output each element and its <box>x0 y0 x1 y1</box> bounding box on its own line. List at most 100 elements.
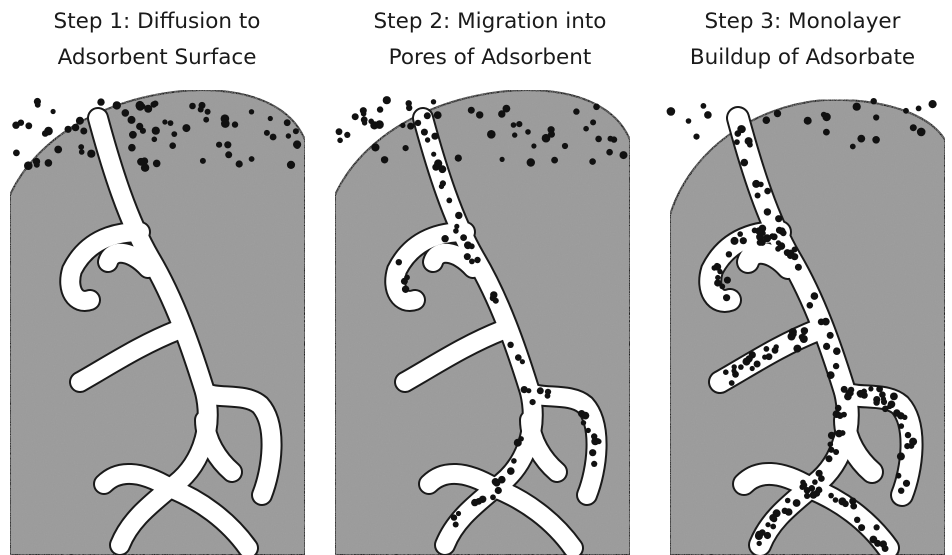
adsorbate-dot <box>737 125 745 133</box>
adsorbate-dot <box>129 131 137 139</box>
adsorbate-dot <box>270 134 277 141</box>
adsorbate-dot <box>511 458 517 464</box>
adsorbate-dot <box>804 487 811 494</box>
adsorbate-dot <box>896 473 902 479</box>
adsorbate-dot <box>583 126 589 132</box>
adsorbate-dot <box>841 386 848 393</box>
adsorbate-dot <box>152 127 160 135</box>
adsorbate-dot <box>590 119 596 125</box>
adsorbate-dot <box>153 160 161 168</box>
adsorbate-dot <box>383 96 391 104</box>
adsorbate-dot <box>434 111 442 119</box>
adsorbate-dot <box>795 264 802 271</box>
adsorbate-dot <box>361 111 367 117</box>
adsorbate-dot <box>189 103 196 110</box>
adsorbate-dot <box>743 358 751 366</box>
adsorbate-dot <box>717 269 722 274</box>
adsorbate-dot <box>887 404 892 409</box>
adsorbate-dot <box>431 133 438 140</box>
adsorbate-dot <box>842 501 849 508</box>
adsorbate-dot <box>368 119 374 125</box>
adsorbate-dot <box>737 231 743 237</box>
adsorbate-dot <box>704 111 712 119</box>
adsorbate-dot <box>811 292 819 300</box>
adsorbate-dot <box>804 117 812 125</box>
adsorbate-dot <box>474 257 480 263</box>
adsorbate-dot <box>122 109 130 117</box>
adsorbate-dot <box>686 118 692 124</box>
adsorbate-dot <box>336 128 343 135</box>
adsorbate-dot <box>468 107 475 114</box>
adsorbate-dot <box>136 101 145 110</box>
adsorbate-dot <box>757 239 764 246</box>
adsorbate-dot <box>810 491 818 499</box>
adsorbate-dot <box>818 475 825 482</box>
adsorbate-dot <box>375 120 384 129</box>
adsorbate-dot <box>498 110 505 117</box>
adsorbate-dot <box>453 522 459 528</box>
adsorbate-dot <box>874 524 880 530</box>
adsorbate-dot <box>514 439 522 447</box>
adsorbate-dot <box>850 503 857 510</box>
adsorbate-dot <box>495 487 502 494</box>
adsorbate-dot <box>828 432 835 439</box>
adsorbate-dot <box>776 240 781 245</box>
adsorbate-dot <box>745 137 753 145</box>
adsorbate-dot <box>421 129 428 136</box>
adsorbate-dot <box>817 487 823 493</box>
panel-step-3 <box>667 98 945 555</box>
adsorbate-dot <box>589 449 596 456</box>
adsorbate-dot <box>403 145 409 151</box>
adsorbate-dot <box>162 119 167 124</box>
adsorbate-dot <box>527 158 535 166</box>
adsorbate-dot <box>731 368 736 373</box>
adsorbate-dot <box>774 110 781 117</box>
adsorbate-dot <box>476 111 483 118</box>
adsorbate-dot <box>787 250 794 257</box>
adsorbate-dot <box>764 346 770 352</box>
adsorbate-dot <box>287 161 295 169</box>
adsorbate-dot <box>402 286 409 293</box>
adsorbate-dot <box>573 108 579 114</box>
adsorbate-dot <box>582 412 590 420</box>
adsorbate-dot <box>833 347 841 355</box>
adsorbate-dot <box>232 121 238 127</box>
adsorbate-dot <box>898 488 904 494</box>
adsorbate-dot <box>793 345 801 353</box>
adsorbate-dot <box>758 182 764 188</box>
adsorbate-dot <box>464 241 472 249</box>
adsorbate-dot <box>169 142 176 149</box>
adsorbate-dot <box>507 467 515 475</box>
adsorbate-dot <box>200 158 206 164</box>
adsorbate-dot <box>171 131 177 137</box>
adsorbate-dot <box>858 524 865 531</box>
adsorbate-dot <box>507 342 513 348</box>
adsorbate-dot <box>764 208 771 215</box>
adsorbate-dot <box>493 298 499 304</box>
adsorbate-dot <box>729 380 735 386</box>
adsorbate-dot <box>763 234 771 242</box>
adsorbate-dot <box>221 119 230 128</box>
adsorbate-dot <box>595 136 602 143</box>
adsorbate-dot <box>352 113 359 120</box>
adsorbate-dot <box>284 119 291 126</box>
adsorbate-dot <box>775 215 782 222</box>
adsorbate-dot <box>203 117 209 123</box>
adsorbate-dot <box>765 522 770 527</box>
adsorbate-dot <box>490 494 496 500</box>
adsorbate-dot <box>890 393 898 401</box>
adsorbate-dot <box>917 128 926 137</box>
adsorbate-dot <box>916 106 922 112</box>
adsorbate-dot <box>431 152 436 157</box>
adsorbate-dot <box>738 364 744 370</box>
adsorbate-dot <box>377 106 383 112</box>
adsorbate-dot <box>828 447 834 453</box>
adsorbate-dot <box>833 363 839 369</box>
adsorbate-dot <box>833 497 839 503</box>
adsorbate-dot <box>512 132 517 137</box>
adsorbate-dot <box>205 109 211 115</box>
adsorbate-dot <box>128 116 136 124</box>
adsorbate-dot <box>152 137 158 143</box>
adsorbate-dot <box>723 369 729 375</box>
adsorbate-dot <box>182 124 190 132</box>
